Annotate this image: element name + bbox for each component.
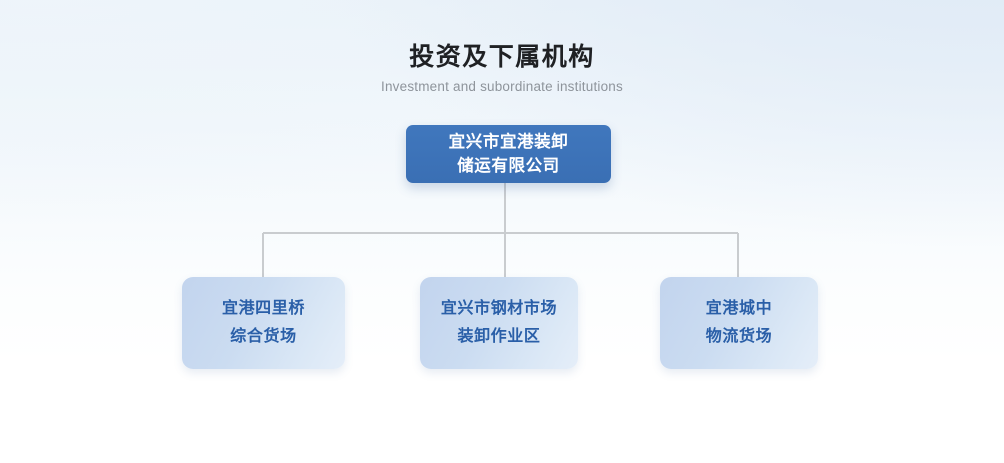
- org-node-child-1[interactable]: 宜港四里桥 综合货场: [182, 277, 345, 369]
- page-title: 投资及下属机构: [409, 43, 595, 71]
- org-node-child-2-label: 宜兴市钢材市场 装卸作业区: [440, 300, 558, 345]
- org-node-root-label: 宜兴市宜港装卸 储运有限公司: [448, 133, 569, 175]
- org-node-root[interactable]: 宜兴市宜港装卸 储运有限公司: [406, 125, 611, 183]
- org-node-child-2[interactable]: 宜兴市钢材市场 装卸作业区: [420, 277, 578, 369]
- org-node-child-3[interactable]: 宜港城中 物流货场: [660, 277, 818, 369]
- page-subtitle: Investment and subordinate institutions: [381, 79, 623, 94]
- page-heading: 投资及下属机构 Investment and subordinate insti…: [0, 42, 1004, 95]
- org-node-child-1-label: 宜港四里桥 综合货场: [221, 300, 305, 345]
- org-node-child-3-label: 宜港城中 物流货场: [705, 300, 773, 345]
